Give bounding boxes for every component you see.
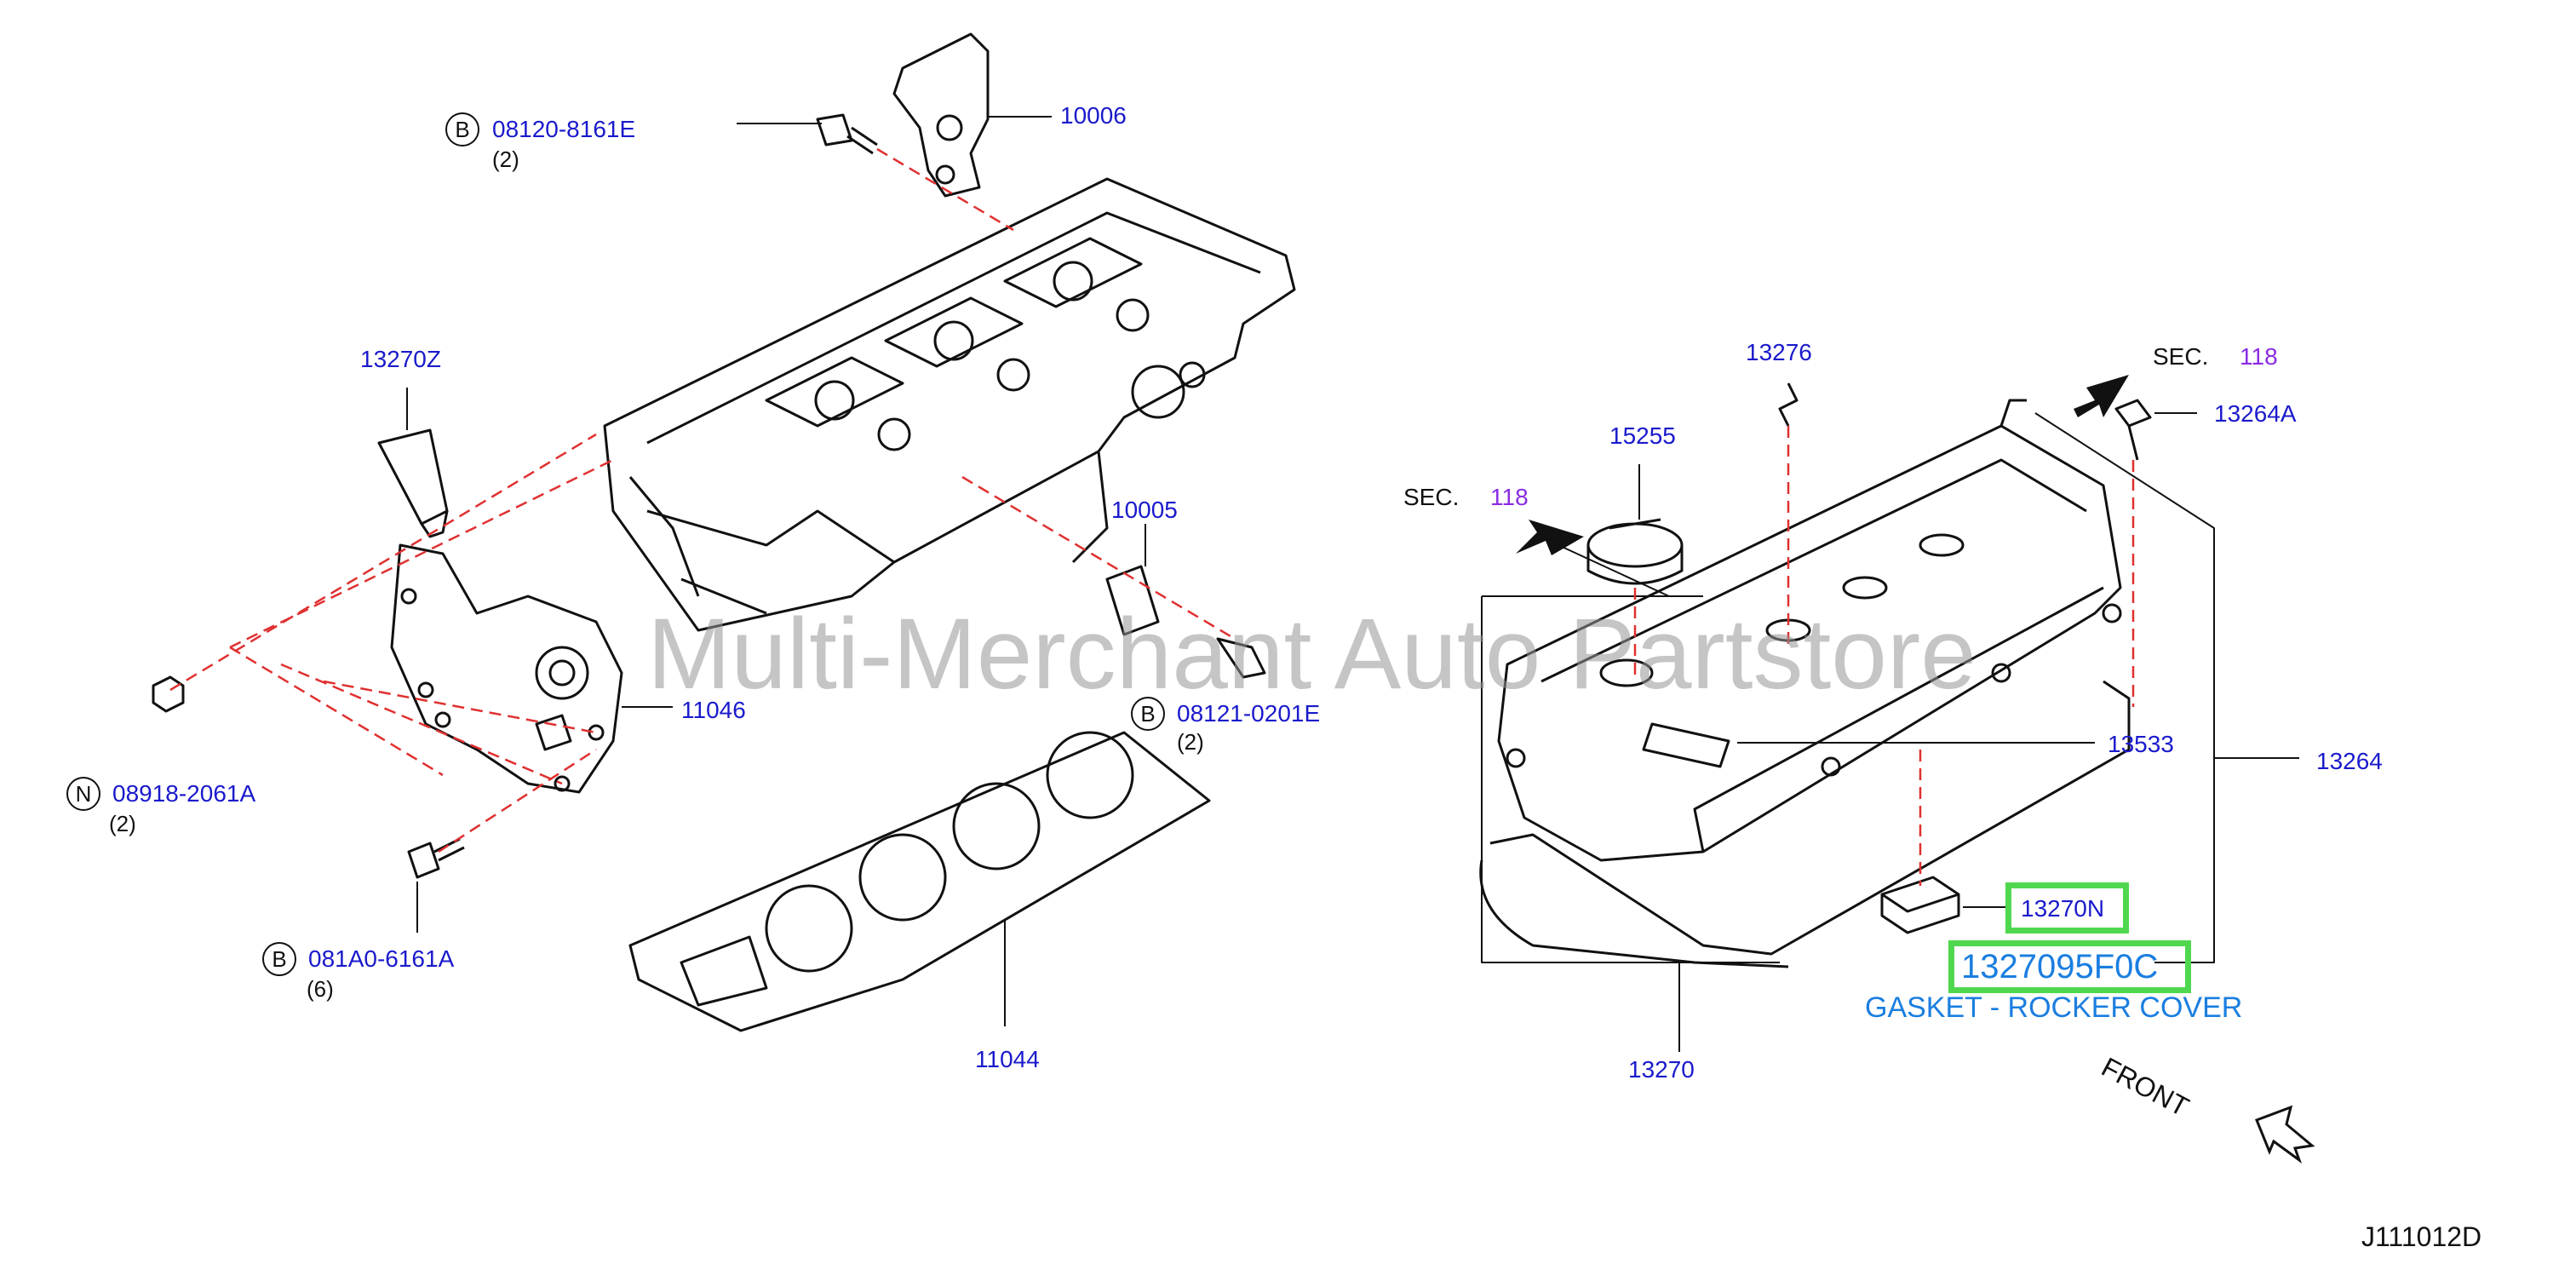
assembly-lines	[169, 147, 2135, 886]
highlight-box-1327095F0C	[1948, 940, 2191, 993]
highlight-box-13270N	[2005, 882, 2129, 934]
part-13270N[interactable]: 13270N	[2021, 895, 2105, 922]
sec-number[interactable]: 118	[1490, 484, 1529, 510]
part-08121-0201E[interactable]: 08121-0201E	[1177, 700, 1321, 727]
rocker-cover-13264	[1497, 399, 2122, 862]
callout-b: B	[445, 112, 479, 147]
cylinder-head	[603, 177, 1296, 632]
watermark: Multi-Merchant Auto Partstore	[647, 598, 1976, 710]
nut-08918	[152, 675, 185, 713]
front-arrow-icon	[2255, 1105, 2315, 1164]
sec-label: SEC.	[2153, 343, 2209, 370]
bolt-081A0	[407, 837, 465, 879]
part-10006[interactable]: 10006	[1060, 102, 1127, 129]
qty-081A0: (6)	[307, 976, 334, 1002]
part-13270Z[interactable]: 13270Z	[360, 346, 441, 372]
bolt-08120	[816, 113, 878, 155]
part-08120-8161E[interactable]: 08120-8161E	[492, 116, 636, 142]
part-11046[interactable]: 11046	[681, 697, 746, 723]
front-cover-11046	[390, 543, 623, 794]
bracket-10005	[1105, 565, 1160, 636]
part-description: GASKET - ROCKER COVER	[1865, 991, 2243, 1024]
part-13276[interactable]: 13276	[1746, 339, 1812, 365]
rocker-gasket-13270-outer	[1479, 859, 1789, 968]
oil-cap-15255	[1586, 518, 1684, 585]
sec-number[interactable]: 118	[2240, 343, 2278, 370]
part-1327095F0C[interactable]: 1327095F0C	[1961, 948, 2159, 985]
part-13264A[interactable]: 13264A	[2214, 400, 2297, 427]
part-13533[interactable]: 13533	[2108, 731, 2174, 757]
part-13264[interactable]: 13264	[2316, 748, 2383, 774]
callout-b: B	[262, 942, 296, 976]
part-081A0-6161A[interactable]: 081A0-6161A	[308, 945, 455, 972]
bolt-08121	[1216, 637, 1266, 679]
head-gasket-11044	[628, 731, 1211, 1032]
leader-lines	[406, 116, 2299, 1052]
part-11044[interactable]: 11044	[975, 1046, 1040, 1072]
sealant-tube-13270Z	[377, 428, 449, 538]
bolt-13264A	[2114, 399, 2152, 461]
rocker-gasket-13270	[1489, 680, 2131, 956]
part-08918-2061A[interactable]: 08918-2061A	[112, 780, 256, 807]
qty-08918: (2)	[109, 811, 136, 836]
part-10005[interactable]: 10005	[1111, 497, 1178, 523]
sec-arrows	[1516, 375, 2129, 597]
sec-label: SEC.	[1403, 484, 1460, 510]
part-13270[interactable]: 13270	[1628, 1056, 1695, 1083]
qty-08120: (2)	[492, 147, 519, 172]
bracket-10006	[892, 32, 990, 198]
qty-08121: (2)	[1177, 729, 1204, 755]
clip-13276	[1778, 382, 1799, 427]
diagram-code: J111012D	[2361, 1221, 2482, 1252]
callout-b: B	[1131, 697, 1165, 731]
callout-n: N	[66, 777, 100, 811]
grommet-13270N	[1880, 876, 1960, 934]
part-15255[interactable]: 15255	[1609, 422, 1676, 449]
